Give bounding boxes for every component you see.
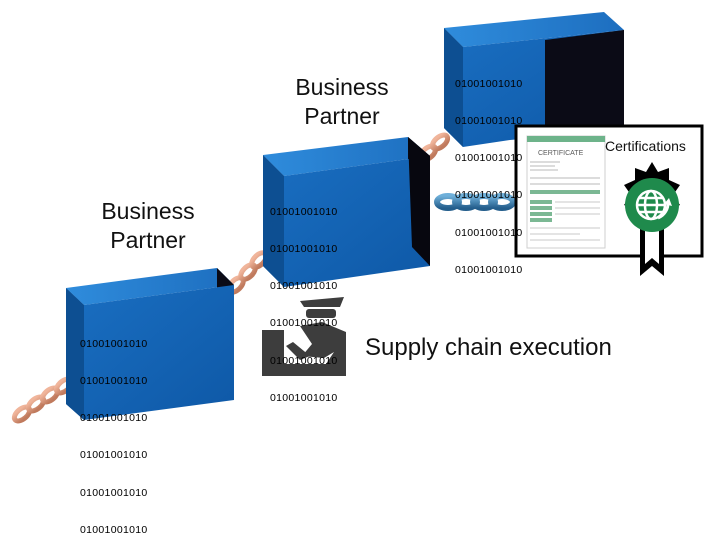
partner-line1: Business xyxy=(101,198,195,224)
certifications-label: Certifications xyxy=(605,138,686,154)
binary-line: 01001001010 xyxy=(80,523,148,536)
supply-chain-label: Supply chain execution xyxy=(365,334,612,361)
binary-line: 01001001010 xyxy=(270,354,338,367)
data-block-cube-1 xyxy=(66,268,234,420)
binary-line: 01001001010 xyxy=(80,486,148,499)
blue-chain-icon xyxy=(434,193,516,211)
binary-line: 01001001010 xyxy=(455,152,523,165)
binary-line: 01001001010 xyxy=(270,391,338,404)
data-block-cube-2 xyxy=(263,137,430,287)
binary-line: 01001001010 xyxy=(270,280,338,293)
business-partner-label-lower: Business Partner xyxy=(88,197,208,255)
partner-line2: Partner xyxy=(110,227,186,253)
cube-1-binary: 01001001010 01001001010 01001001010 0100… xyxy=(80,313,148,549)
binary-line: 01001001010 xyxy=(455,226,523,239)
blockchain-diagram: CERTIFICATE xyxy=(11,12,704,424)
business-partner-label-upper: Business Partner xyxy=(282,73,402,131)
partner-line2: Partner xyxy=(304,103,380,129)
cube-3-binary: 01001001010 01001001010 01001001010 0100… xyxy=(455,53,523,289)
copper-chain-icon xyxy=(11,376,75,424)
cube-side-shadow xyxy=(545,30,624,140)
binary-line: 01001001010 xyxy=(455,263,523,276)
binary-line: 01001001010 xyxy=(455,77,523,90)
binary-line: 01001001010 xyxy=(270,317,338,330)
binary-line: 01001001010 xyxy=(80,337,148,350)
binary-line: 01001001010 xyxy=(455,189,523,202)
binary-line: 01001001010 xyxy=(270,205,338,218)
binary-line: 01001001010 xyxy=(80,412,148,425)
partner-line1: Business xyxy=(295,74,389,100)
security-guard-icon xyxy=(262,297,346,376)
globe-recycle-icon xyxy=(635,189,672,221)
certificate-heading: CERTIFICATE xyxy=(538,150,584,157)
binary-line: 01001001010 xyxy=(455,115,523,128)
binary-line: 01001001010 xyxy=(270,243,338,256)
ribbon-badge-icon xyxy=(624,162,680,276)
cube-2-binary: 01001001010 01001001010 01001001010 0100… xyxy=(270,181,338,417)
binary-line: 01001001010 xyxy=(80,449,148,462)
binary-line: 01001001010 xyxy=(80,375,148,388)
